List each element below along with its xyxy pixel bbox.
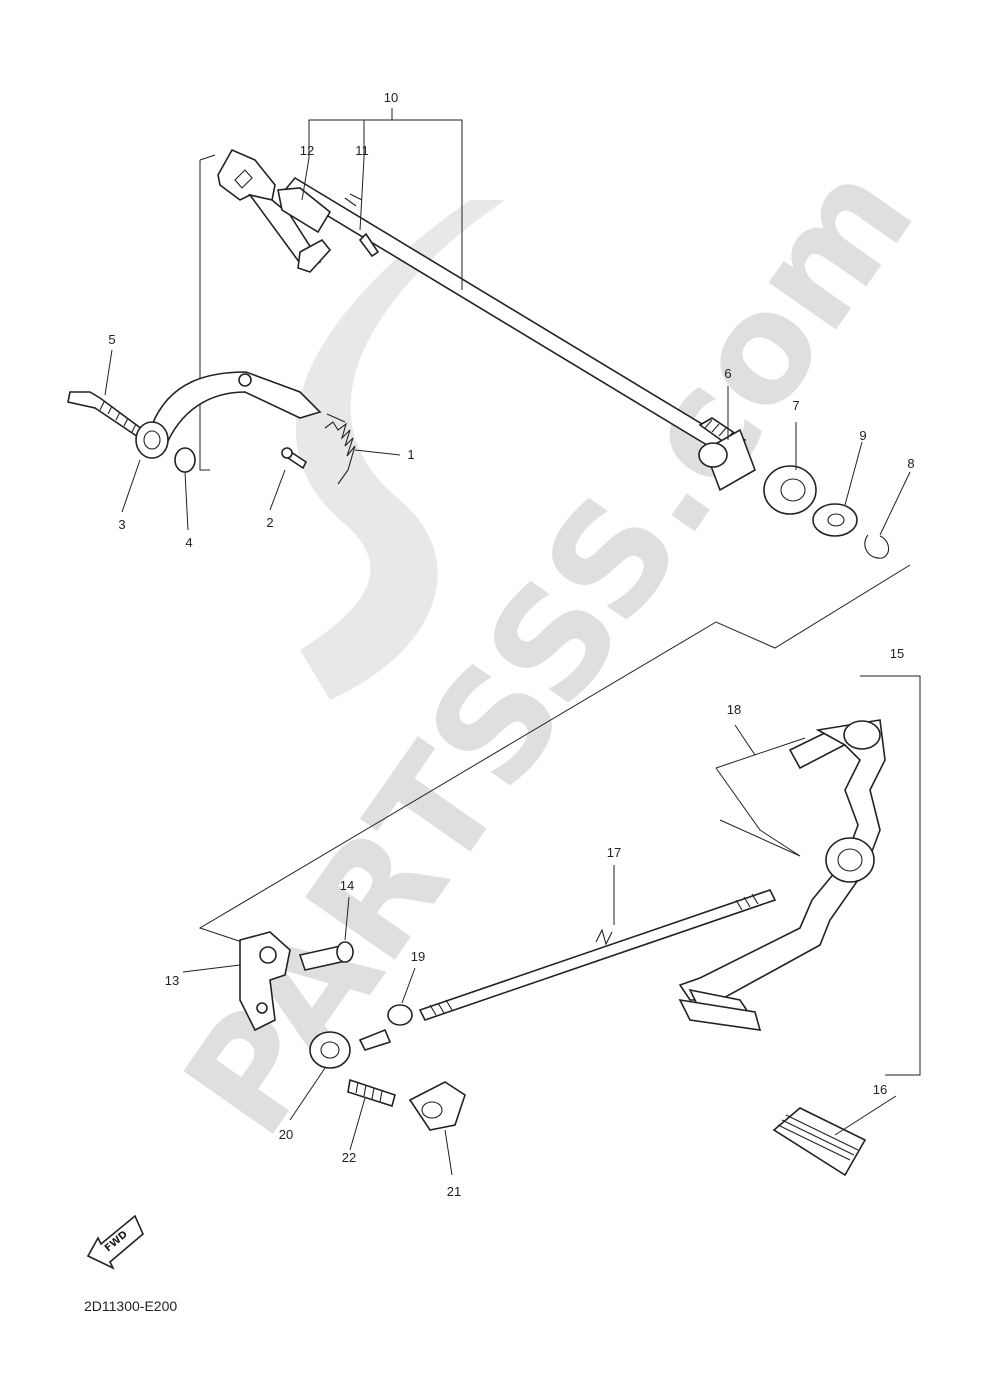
callout-13: 13 — [165, 973, 179, 988]
lower-linkage — [239, 931, 466, 1131]
shift-rod — [418, 889, 777, 1021]
callout-8: 8 — [907, 456, 914, 471]
callout-19: 19 — [411, 949, 425, 964]
callout-2: 2 — [266, 515, 273, 530]
callout-3: 3 — [118, 517, 125, 532]
callout-14: 14 — [340, 878, 354, 893]
guide-lines — [198, 154, 911, 945]
callout-labels: 1 2 3 4 5 6 7 8 9 10 11 12 13 14 15 16 1… — [108, 90, 914, 1199]
callout-9: 9 — [859, 428, 866, 443]
callout-7: 7 — [792, 398, 799, 413]
callout-12: 12 — [300, 143, 314, 158]
callout-5: 5 — [108, 332, 115, 347]
diagram-code: 2D11300-E200 — [84, 1298, 177, 1314]
callout-11: 11 — [355, 143, 369, 158]
callout-21: 21 — [447, 1184, 461, 1199]
shaft-end-parts — [698, 428, 890, 559]
callout-18: 18 — [727, 702, 741, 717]
callout-16: 16 — [873, 1082, 887, 1097]
forward-arrow-icon: FWD — [86, 1214, 144, 1270]
shift-pedal-assembly — [678, 719, 886, 1177]
callout-6: 6 — [724, 366, 731, 381]
leader-lines — [104, 108, 921, 1176]
callout-20: 20 — [279, 1127, 293, 1142]
callout-22: 22 — [342, 1150, 356, 1165]
callout-15: 15 — [890, 646, 904, 661]
callout-17: 17 — [607, 845, 621, 860]
watermark-swirl — [295, 200, 505, 700]
callout-4: 4 — [185, 535, 192, 550]
callout-10: 10 — [384, 90, 398, 105]
spring-and-bolt — [281, 413, 356, 485]
callout-1: 1 — [407, 447, 414, 462]
